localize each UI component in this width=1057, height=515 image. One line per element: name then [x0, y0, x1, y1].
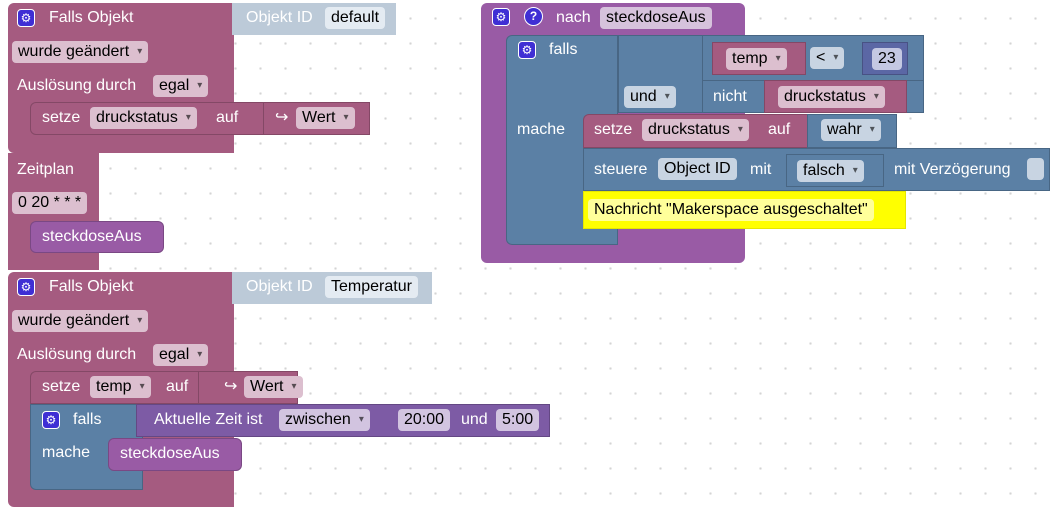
help-icon[interactable]: ? [524, 7, 543, 26]
procedure-keyword: nach [556, 9, 591, 26]
procedure-name-field[interactable]: steckdoseAus [600, 7, 712, 29]
to-label: auf [216, 109, 239, 126]
time-from-field[interactable]: 20:00 [398, 409, 451, 431]
comment-text: Nachricht "Makerspace ausgeschaltet" [588, 199, 874, 221]
gear-icon[interactable]: ⚙ [518, 41, 536, 59]
object-id-label: Objekt ID [246, 278, 313, 295]
trigger-by-dropdown[interactable]: egal [153, 75, 209, 97]
time-label: Aktuelle Zeit ist [154, 411, 263, 428]
gear-icon[interactable]: ⚙ [17, 9, 35, 27]
and-label: und [461, 411, 488, 428]
not-label: nicht [713, 88, 747, 105]
set-variable-block[interactable] [30, 102, 266, 135]
logic-operator-dropdown[interactable]: und [624, 86, 676, 108]
value-arrow-icon: ↪ [224, 378, 238, 395]
boolean-dropdown[interactable]: wahr [821, 119, 881, 141]
trigger-by-label: Auslösung durch [17, 77, 137, 94]
object-id-field[interactable]: default [325, 7, 386, 29]
gear-icon[interactable]: ⚙ [42, 411, 60, 429]
variable-dropdown[interactable]: druckstatus [642, 119, 749, 141]
condition-dropdown[interactable]: wurde geändert [12, 41, 149, 63]
control-label: steuere [594, 161, 648, 178]
operator-dropdown[interactable]: < [810, 47, 845, 69]
procedure-call-label: steckdoseAus [42, 228, 142, 245]
trigger-title: Falls Objekt [49, 278, 134, 295]
trigger-by-label: Auslösung durch [17, 346, 137, 363]
object-id-label: Objekt ID [246, 9, 313, 26]
boolean-dropdown[interactable]: falsch [797, 160, 864, 182]
schedule-title: Zeitplan [17, 161, 74, 178]
trigger-title: Falls Objekt [49, 9, 134, 26]
compare-variable-dropdown[interactable]: temp [726, 48, 787, 70]
gear-icon[interactable]: ⚙ [492, 8, 510, 26]
not-variable-dropdown[interactable]: druckstatus [778, 86, 885, 108]
cron-field[interactable]: 0 20 * * * [12, 192, 88, 214]
if-label: falls [549, 41, 578, 58]
value-dropdown[interactable]: Wert [296, 107, 355, 129]
number-field[interactable]: 23 [872, 48, 902, 70]
delay-checkbox[interactable] [1027, 158, 1044, 180]
set-label: setze [42, 109, 81, 126]
do-label: mache [517, 121, 566, 138]
do-label: mache [42, 444, 91, 461]
to-label: auf [166, 378, 189, 395]
procedure-call-block[interactable] [30, 221, 164, 253]
variable-dropdown[interactable]: druckstatus [90, 107, 197, 129]
if-label: falls [73, 411, 102, 428]
time-to-field[interactable]: 5:00 [496, 409, 540, 431]
to-label: auf [768, 121, 791, 138]
gear-icon[interactable]: ⚙ [17, 278, 35, 296]
trigger-by-dropdown[interactable]: egal [153, 344, 209, 366]
delay-label: mit Verzögerung [894, 161, 1011, 178]
procedure-call-label: steckdoseAus [120, 445, 220, 462]
set-label: setze [594, 121, 633, 138]
set-label: setze [42, 378, 81, 395]
with-label: mit [750, 161, 772, 178]
procedure-call-block[interactable] [108, 438, 242, 471]
time-mode-dropdown[interactable]: zwischen [279, 409, 370, 431]
value-arrow-icon: ↪ [275, 109, 289, 126]
object-id-field[interactable]: Object ID [658, 158, 737, 180]
variable-dropdown[interactable]: temp [90, 376, 151, 398]
condition-dropdown[interactable]: wurde geändert [12, 310, 149, 332]
object-id-field[interactable]: Temperatur [325, 276, 418, 298]
value-dropdown[interactable]: Wert [244, 376, 303, 398]
